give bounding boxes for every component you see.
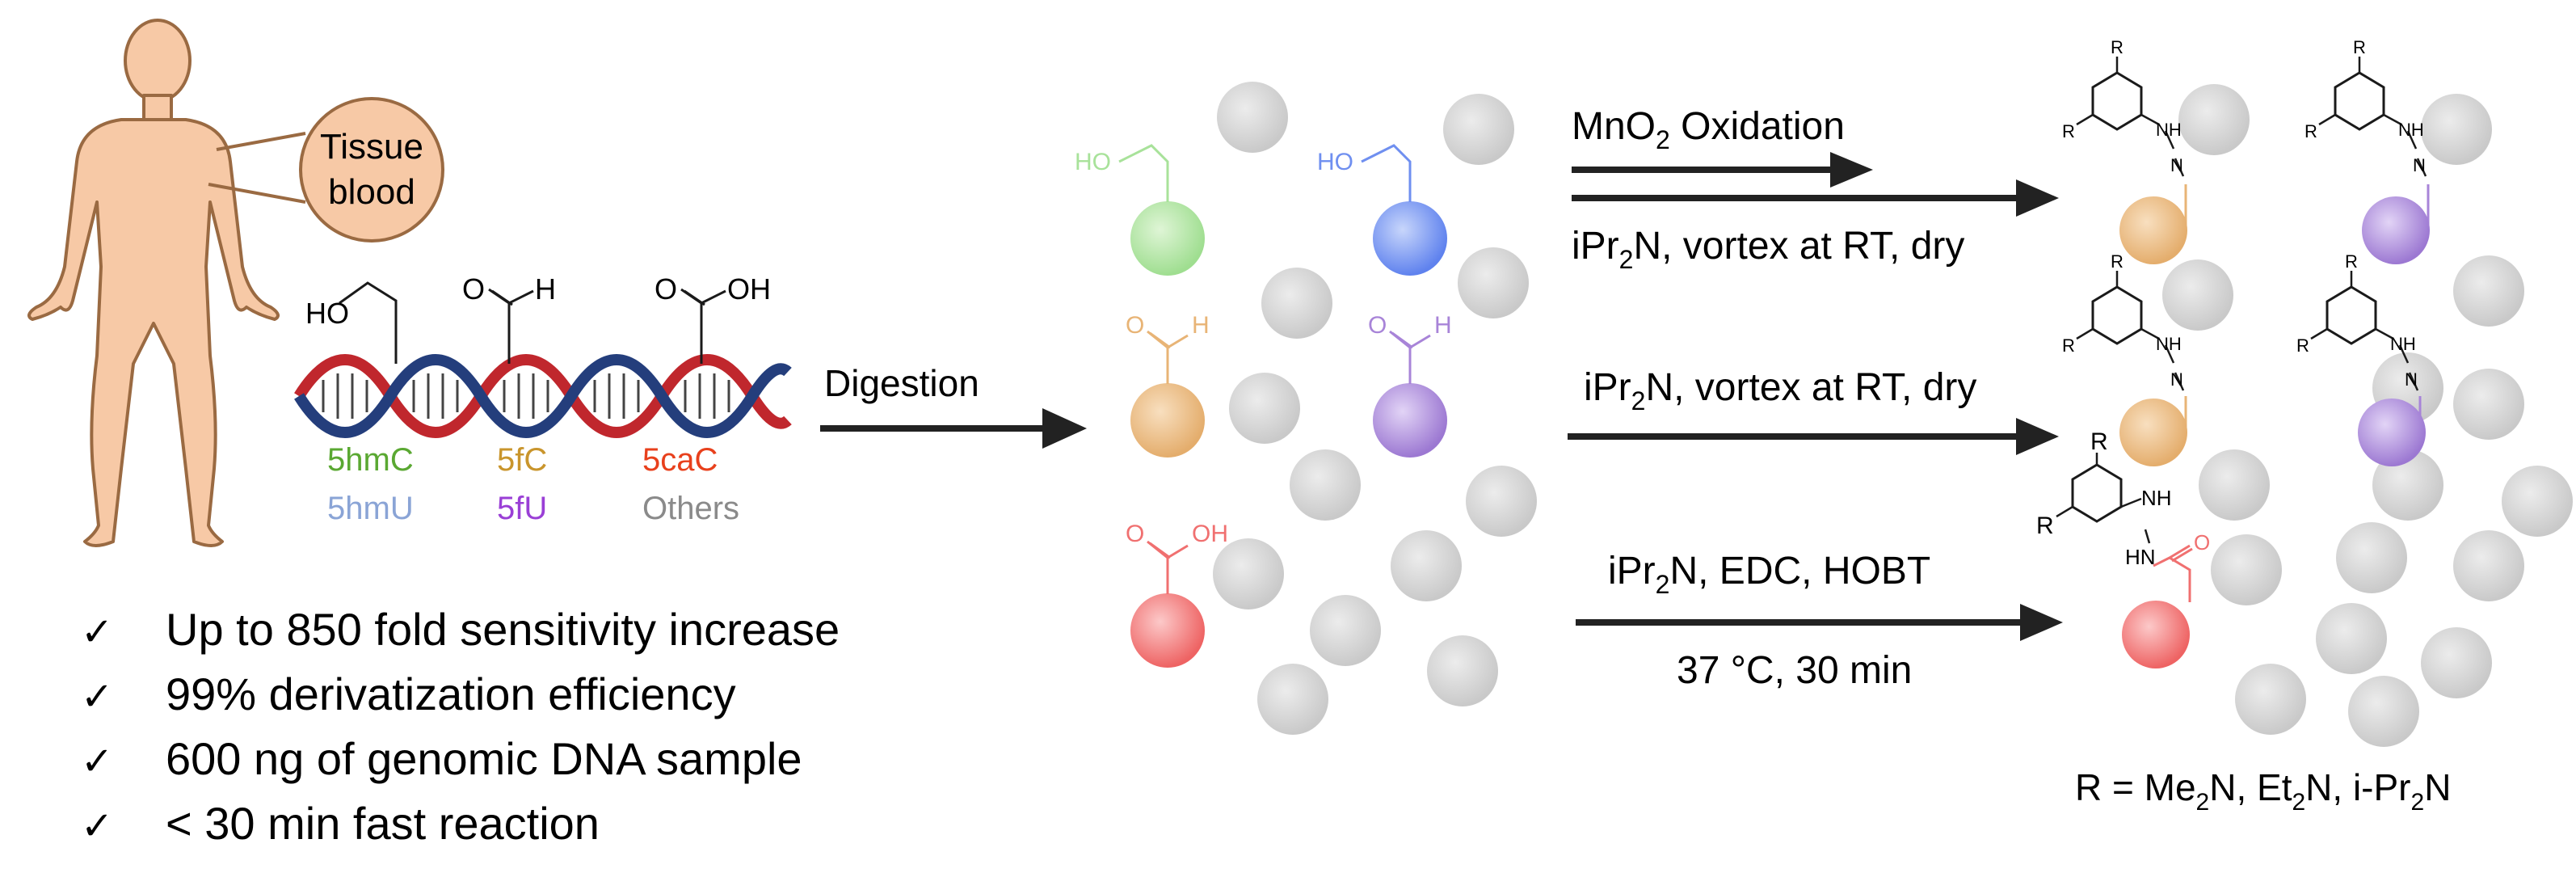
- oxidation-label: MnO2 Oxidation: [1572, 105, 1845, 154]
- ho-group-label: HO: [305, 297, 349, 330]
- product-triazine-1: [2076, 57, 2187, 264]
- product-triazine-5: [2056, 453, 2193, 668]
- nucleoside-5caC: [1130, 593, 1205, 668]
- product-2-n: N: [2413, 155, 2426, 175]
- product-5-hn: HN: [2125, 545, 2156, 569]
- nucleoside-5fU-o: O: [1368, 312, 1387, 339]
- feature-item: 99% derivatization efficiency: [166, 668, 736, 719]
- nucleoside-5hmU-ho: HO: [1317, 149, 1353, 175]
- callout-line-lower: [208, 183, 306, 204]
- feature-check-icon: ✓: [81, 805, 113, 848]
- product-4-n: N: [2405, 369, 2418, 390]
- dna-helix-icon: [294, 353, 792, 439]
- feature-item: 600 ng of genomic DNA sample: [166, 733, 802, 784]
- nucleoside-5fC: [1130, 383, 1205, 458]
- product-3-n: N: [2170, 369, 2183, 390]
- carboxyl-oh-label: OH: [727, 272, 771, 306]
- condition-1-label: iPr2N, vortex at RT, dry: [1572, 225, 1964, 274]
- product-1-r-left: R: [2062, 121, 2075, 141]
- r-group-definition: R = Me2N, Et2N, i-Pr2N: [2075, 766, 2451, 816]
- mod-label-5caC: 5caC: [642, 442, 718, 478]
- nucleoside-5caC-o: O: [1126, 521, 1144, 547]
- product-2-nh: NH: [2398, 120, 2424, 140]
- mod-label-5fC: 5fC: [497, 442, 547, 478]
- nucleoside-5fU-h: H: [1434, 312, 1452, 339]
- nucleoside-5hmC: [1130, 201, 1205, 276]
- mod-label-5fU: 5fU: [497, 491, 547, 526]
- product-2-r-left: R: [2305, 121, 2317, 141]
- product-5-o: O: [2194, 530, 2210, 555]
- product-3-r-top: R: [2111, 251, 2124, 272]
- tissue-callout-bubble: [299, 97, 444, 242]
- feature-check-icon: ✓: [81, 611, 113, 654]
- product-background: [2162, 84, 2573, 747]
- digestion-label: Digestion: [824, 362, 979, 404]
- feature-item: Up to 850 fold sensitivity increase: [166, 604, 840, 655]
- feature-check-icon: ✓: [81, 676, 113, 719]
- mod-label-5hmU: 5hmU: [327, 491, 414, 526]
- reaction-arrow-1: [1572, 179, 2059, 217]
- condition-2-label: iPr2N, vortex at RT, dry: [1584, 366, 1976, 415]
- nucleoside-5fC-o: O: [1126, 312, 1144, 339]
- nucleoside-5hmU: [1373, 201, 1447, 276]
- carboxyl-o-label: O: [655, 272, 677, 306]
- product-1-n: N: [2170, 155, 2183, 175]
- product-3-r-left: R: [2062, 335, 2075, 356]
- product-4-r-top: R: [2345, 251, 2358, 272]
- aldehyde-o-label: O: [462, 272, 485, 306]
- feature-item: < 30 min fast reaction: [166, 798, 600, 849]
- callout-line-upper: [216, 132, 306, 151]
- feature-check-icon: ✓: [81, 740, 113, 783]
- product-triazine-2: [2318, 57, 2430, 264]
- product-4-r-left: R: [2296, 335, 2309, 356]
- oxidation-arrow: [1572, 152, 1873, 188]
- product-1-r-top: R: [2111, 37, 2124, 57]
- reaction-arrow-3: [1576, 604, 2063, 641]
- product-5-r-top: R: [2090, 428, 2108, 455]
- product-triazine-4: [2310, 271, 2426, 466]
- nucleoside-5caC-oh: OH: [1192, 521, 1228, 547]
- human-figure-icon: [27, 19, 280, 547]
- nucleoside-5fC-h: H: [1192, 312, 1210, 339]
- product-5-nh: NH: [2141, 486, 2172, 510]
- digestion-arrow: [820, 408, 1087, 449]
- product-1-nh: NH: [2156, 120, 2182, 140]
- blood-label: blood: [328, 172, 415, 212]
- mod-label-others: Others: [642, 491, 739, 526]
- aldehyde-h-label: H: [535, 272, 556, 306]
- nucleoside-5hmC-ho: HO: [1075, 149, 1111, 175]
- product-4-nh: NH: [2390, 334, 2416, 354]
- condition-3-temperature: 37 °C, 30 min: [1677, 649, 1912, 692]
- product-triazine-3: [2076, 271, 2187, 466]
- feature-list: ✓ Up to 850 fold sensitivity increase ✓ …: [81, 604, 840, 849]
- nucleoside-background: [1213, 82, 1537, 735]
- reaction-arrow-2: [1568, 418, 2059, 455]
- tissue-label: Tissue: [320, 127, 423, 167]
- condition-3-label: iPr2N, EDC, HOBT: [1608, 550, 1930, 599]
- mod-label-5hmC: 5hmC: [327, 442, 414, 478]
- product-5-r-left: R: [2036, 512, 2054, 539]
- nucleoside-5fU: [1373, 383, 1447, 458]
- product-2-r-top: R: [2353, 37, 2366, 57]
- product-3-nh: NH: [2156, 334, 2182, 354]
- dna-modification-structures: [339, 281, 726, 364]
